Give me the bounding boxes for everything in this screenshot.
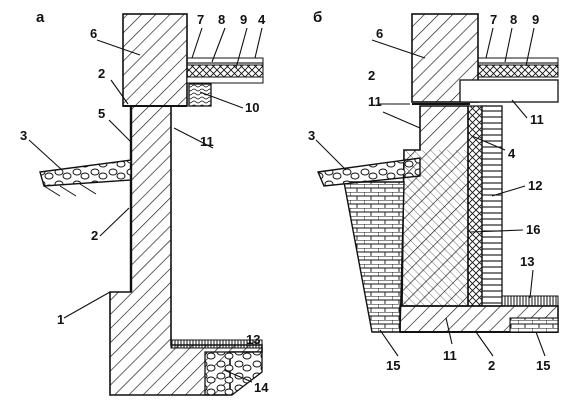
rubble-fill-15 <box>343 181 405 333</box>
wall-6 <box>122 13 188 107</box>
label-b-2-bottom: 2 <box>488 358 495 373</box>
label-a-13: 13 <box>246 332 260 347</box>
label-b-11-top: 11 <box>530 112 544 127</box>
label-b-9: 9 <box>532 12 539 27</box>
panel-a: а <box>20 9 269 396</box>
label-a-14: 14 <box>254 380 269 395</box>
label-b-8: 8 <box>510 12 517 27</box>
floor-layer-8-b <box>477 64 559 78</box>
label-a-6: 6 <box>90 26 97 41</box>
fill-16 <box>402 150 468 306</box>
brick-wall-12 <box>481 105 503 307</box>
label-a-10: 10 <box>245 100 259 115</box>
leaders-b <box>315 27 546 357</box>
label-b-16: 16 <box>526 222 540 237</box>
label-b-11-left: 11 <box>368 94 382 109</box>
label-a-9: 9 <box>240 12 247 27</box>
label-b-6: 6 <box>376 26 383 41</box>
floor-13 <box>170 339 263 349</box>
floor-layer-7-b <box>477 57 559 66</box>
blind-area-3 <box>39 159 132 187</box>
ground-line-a <box>43 183 97 197</box>
label-a-11: 11 <box>200 134 214 149</box>
subgrade-15-b <box>509 317 559 333</box>
insulation-4 <box>467 105 483 307</box>
label-a-5: 5 <box>98 106 105 121</box>
panel-b-letter: б <box>313 9 322 26</box>
label-a-3: 3 <box>20 128 27 143</box>
label-b-7: 7 <box>490 12 497 27</box>
label-b-11-bottom: 11 <box>443 348 457 363</box>
label-a-7: 7 <box>197 12 204 27</box>
label-b-13: 13 <box>520 254 534 269</box>
label-a-8: 8 <box>218 12 225 27</box>
label-a-2-top: 2 <box>98 66 105 81</box>
leaders-a <box>28 27 263 383</box>
label-b-15-right: 15 <box>536 358 550 373</box>
panel-b: б <box>308 9 559 373</box>
floor-layer-9 <box>186 76 264 84</box>
label-b-4: 4 <box>508 146 516 161</box>
label-a-1: 1 <box>57 312 64 327</box>
slab-11-top <box>459 79 559 103</box>
floor-layer-8 <box>186 64 264 78</box>
label-b-15-left: 15 <box>386 358 400 373</box>
label-b-3: 3 <box>308 128 315 143</box>
support-10 <box>188 83 212 107</box>
panel-a-letter: а <box>36 9 45 26</box>
label-a-4: 4 <box>258 12 266 27</box>
label-a-2-mid: 2 <box>91 228 98 243</box>
label-b-12: 12 <box>528 178 542 193</box>
label-b-2: 2 <box>368 68 375 83</box>
blind-area-3-b <box>316 157 421 187</box>
floor-layer-7 <box>186 57 264 66</box>
